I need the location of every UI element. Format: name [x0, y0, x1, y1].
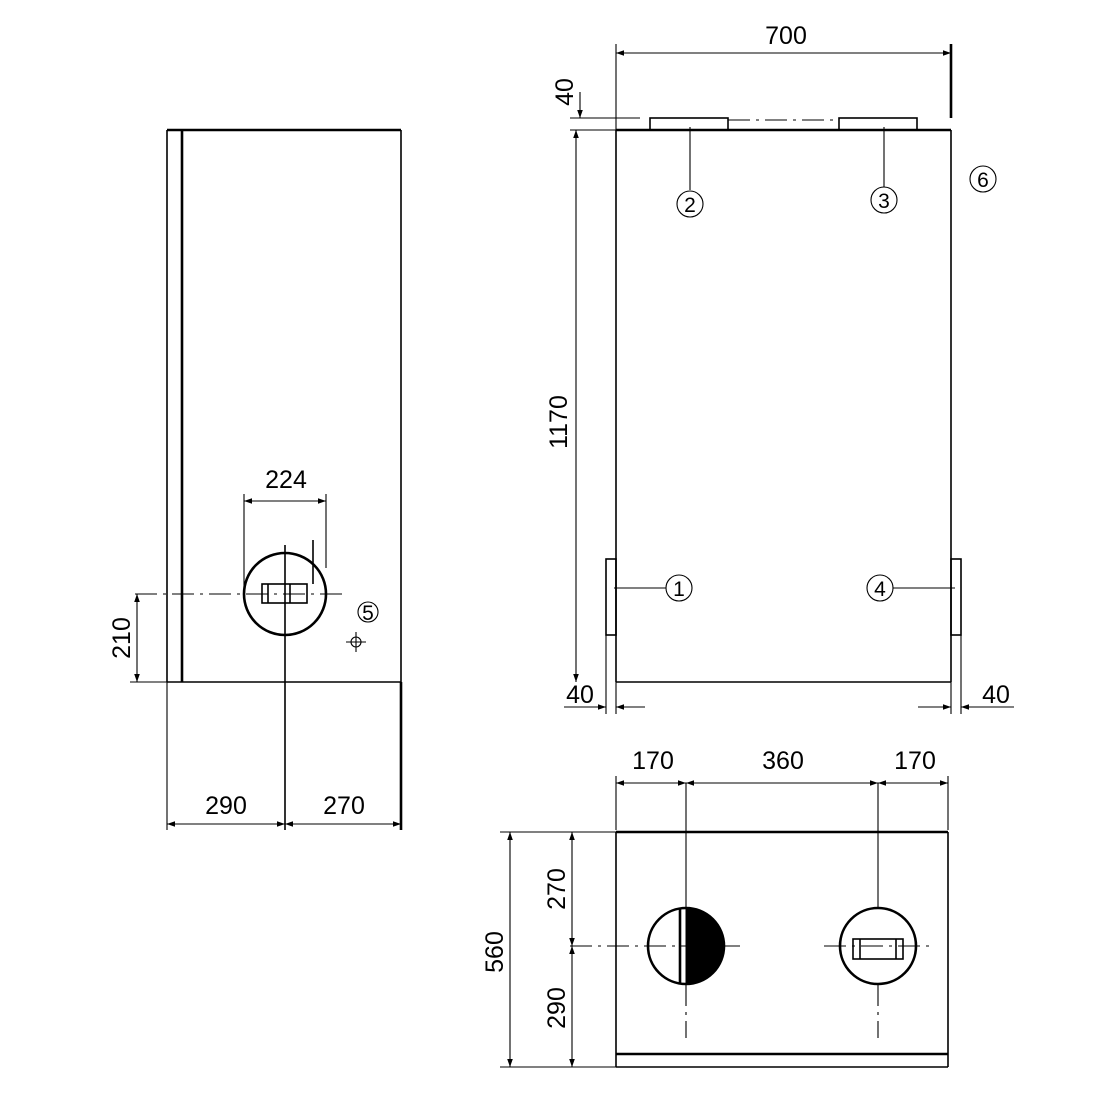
- top-spigot-3: [838, 117, 918, 131]
- marker-6-label: 6: [977, 169, 989, 192]
- top-spigot-right-connector: [852, 938, 904, 960]
- marker-2-label: 2: [684, 194, 696, 217]
- dim-224-label: 224: [265, 466, 307, 494]
- dim-290-label: 290: [205, 792, 247, 820]
- dim-700-label: 700: [765, 22, 807, 50]
- dim-270-label: 270: [543, 868, 571, 910]
- marker-4-label: 4: [874, 578, 886, 601]
- side-spigot-4: [950, 558, 962, 636]
- marker-1-label: 1: [673, 578, 685, 601]
- marker-4-circle: [866, 574, 894, 602]
- marker-2-circle: [676, 190, 704, 218]
- marker-3-circle: [870, 186, 898, 214]
- side-view: 224 210 290 270 5: [108, 128, 403, 830]
- dim-40-right-label: 40: [982, 681, 1010, 709]
- dim-170-left-label: 170: [632, 747, 674, 775]
- marker-5-circle: [357, 601, 379, 623]
- dim-170-right-label: 170: [894, 747, 936, 775]
- dim-40-top-label: 40: [551, 78, 579, 106]
- marker-3-label: 3: [878, 190, 890, 213]
- dim-360-label: 360: [762, 747, 804, 775]
- dim-210-label: 210: [108, 617, 136, 659]
- marker-6-circle: [969, 165, 997, 193]
- dim-560-label: 560: [481, 931, 509, 973]
- front-view: 700 40 2 3 6 1 4 117: [545, 22, 1014, 714]
- marker-1-circle: [665, 574, 693, 602]
- dim-1170-label: 1170: [545, 395, 573, 449]
- top-view: 170 360 170 560 270 290: [481, 747, 949, 1068]
- marker-5-label: 5: [362, 602, 374, 625]
- dim-40-left-label: 40: [566, 681, 594, 709]
- dim-290-label: 290: [543, 987, 571, 1029]
- top-spigot-2: [649, 117, 729, 131]
- dim-270-label: 270: [323, 792, 365, 820]
- side-spigot-1: [605, 558, 617, 636]
